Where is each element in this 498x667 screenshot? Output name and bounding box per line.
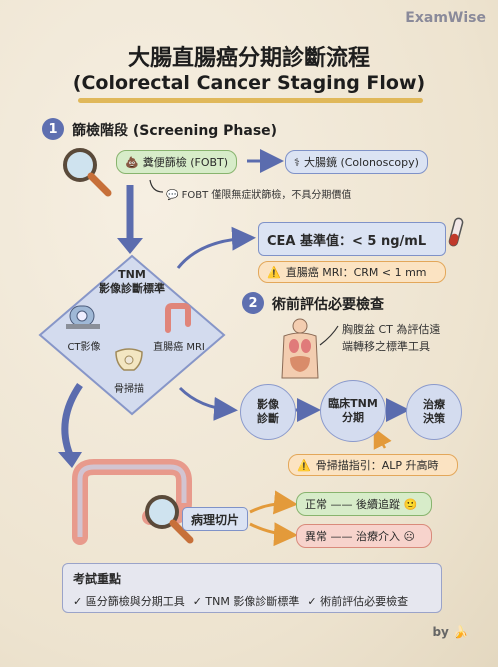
tnm-title-line-1: TNM [118,268,146,281]
cea-label: CEA 基準值：< 5 ng/mL [267,233,427,249]
stool-icon: 💩 [125,155,139,169]
test-tube-icon [448,217,464,247]
step-1-badge: 1 [42,118,64,140]
imaging-line-1: 影像 [257,397,279,411]
key-points-list: ✓ 區分篩檢與分期工具 ✓ TNM 影像診斷標準 ✓ 術前評估必要檢查 [73,593,431,609]
imaging-diagnosis-node: 影像 診斷 [240,384,296,440]
stethoscope-icon: ⚕ [294,155,300,169]
fobt-pill: 💩 糞便篩檢 (FOBT) [116,150,238,174]
treatment-decision-node: 治療 決策 [406,384,462,440]
abnormal-label: 異常 —— 治療介入 ☹ [305,530,415,543]
page-title: 大腸直腸癌分期診斷流程 [127,46,370,71]
arrow-pathology-to-abnormal [249,522,298,547]
tnm-title-line-2: 影像診斷標準 [99,282,165,296]
pathology-label: 病理切片 [191,512,240,527]
fobt-note: 💬 FOBT 僅限無症狀篩檢，不具分期價值 [166,186,351,201]
key-point-item: ✓ 區分篩檢與分期工具 [73,595,185,608]
tnm-title: TNM 影像診斷標準 [82,268,182,297]
brand-logo: ExamWise [405,10,486,26]
pathology-magnifier-icon [145,495,194,544]
ct-pointer [319,325,339,346]
tnm-diamond [38,254,226,416]
clinical-line-1: 臨床TNM [328,396,378,410]
pelvis-bone-icon [115,348,143,371]
tnm-ct-label: CT影像 [67,342,101,353]
arrow-tnm-to-colon [61,383,83,457]
tnm-bone-label: 骨掃描 [114,384,144,395]
key-point-item: ✓ 術前評估必要檢查 [307,595,409,608]
ct-note-line-2: 端轉移之標準工具 [342,339,430,353]
bone-warning-box: ⚠️ 骨掃描指引：ALP 升高時 [288,454,458,476]
byline: by 🍌 [432,625,468,639]
arrow-tnm-to-cea [176,226,256,269]
fobt-note-text: FOBT 僅限無症狀篩檢，不具分期價值 [181,190,352,201]
arrow-pathology-to-normal [249,490,298,515]
imaging-line-2: 診斷 [257,412,279,425]
cea-box: CEA 基準值：< 5 ng/mL [258,222,446,256]
bone-warning-label: 骨掃描指引：ALP 升高時 [315,459,439,472]
normal-label: 正常 —— 後續追蹤 🙂 [305,498,418,511]
fobt-label: 糞便篩檢 (FOBT) [142,156,229,169]
body-organs-icon [281,318,319,379]
speech-bubble-icon: 💬 [166,190,182,201]
ct-note-line-1: 胸腹盆 CT 為評估遠 [342,323,441,336]
colonoscopy-pill: ⚕ 大腸鏡 (Colonoscopy) [285,150,428,174]
arrow-bone-warning [373,427,392,450]
pathology-box: 病理切片 [182,507,249,531]
warning-icon: ⚠️ [267,265,281,279]
step-1-title: 篩檢階段 (Screening Phase) [72,123,278,139]
clinical-line-2: 分期 [342,411,364,424]
warning-icon: ⚠️ [297,458,311,472]
normal-outcome: 正常 —— 後續追蹤 🙂 [296,492,432,516]
step-2-title: 術前評估必要檢查 [272,297,384,313]
ct-scanner-icon [66,305,100,329]
abnormal-outcome: 異常 —— 治療介入 ☹ [296,524,432,548]
key-point-item: ✓ TNM 影像診斷標準 [192,595,300,608]
note-hook [149,179,164,193]
mri-warning-box: ⚠️ 直腸癌 MRI：CRM < 1 mm [258,261,446,283]
key-points-box: 考試重點 ✓ 區分篩檢與分期工具 ✓ TNM 影像診斷標準 ✓ 術前評估必要檢查 [62,563,442,613]
clinical-staging-node: 臨床TNM 分期 [320,380,386,442]
colon-icon [165,303,191,333]
page-subtitle: (Colorectal Cancer Staging Flow) [72,72,426,94]
colonoscopy-label: 大腸鏡 (Colonoscopy) [303,156,419,169]
colon-illustration [72,459,192,545]
magnifier-icon [63,148,112,197]
title-underline [78,98,423,103]
treatment-line-2: 決策 [423,412,445,425]
arrow-tnm-to-imaging [178,386,238,421]
ct-note: 胸腹盆 CT 為評估遠 端轉移之標準工具 [342,322,440,355]
key-points-title: 考試重點 [73,572,122,586]
tnm-mri-label: 直腸癌 MRI [153,342,205,353]
step-2-badge: 2 [242,292,264,314]
mri-warning-label: 直腸癌 MRI：CRM < 1 mm [285,266,427,279]
treatment-line-1: 治療 [423,397,445,411]
